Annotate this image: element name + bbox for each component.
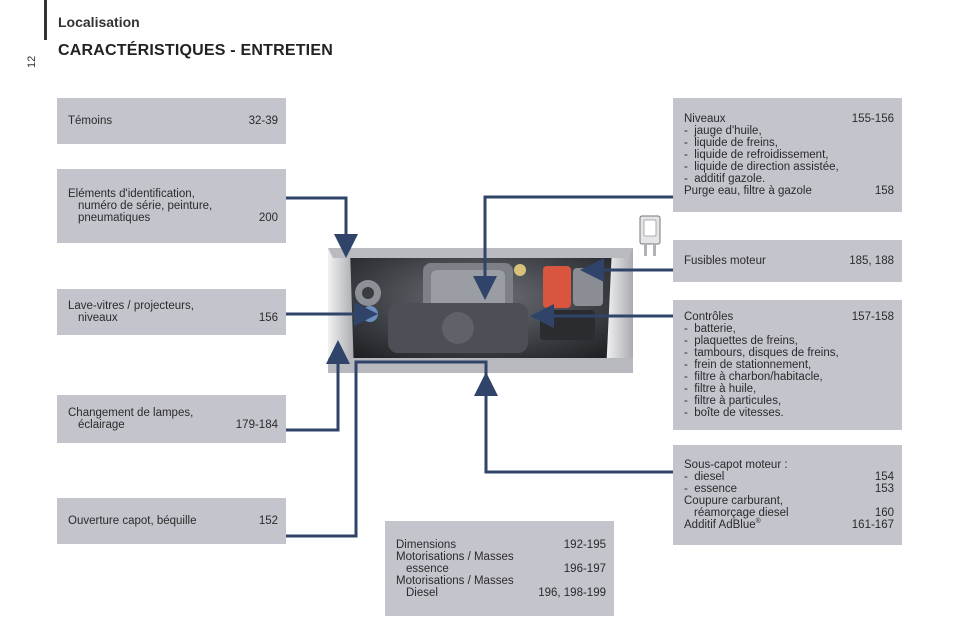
connector-elements (286, 196, 358, 258)
page-ref: 32-39 (248, 115, 278, 127)
label: Coupure carburant, (684, 495, 784, 507)
label: Sous-capot moteur : (684, 459, 788, 471)
box-controles[interactable]: Contrôles 157-158 - batterie, - plaquette… (673, 300, 902, 430)
label: Diesel (406, 586, 438, 599)
label: Motorisations / Masses (396, 574, 514, 587)
page-ref: 154 (874, 471, 894, 483)
label: pneumatiques (78, 212, 151, 224)
page-ref: 196, 198-199 (538, 586, 606, 599)
box-lave-vitres[interactable]: Lave-vitres / projecteurs, niveaux 156 (57, 289, 286, 335)
label: niveaux (78, 312, 118, 324)
box-elements-identification[interactable]: Eléments d'identification, numéro de sér… (57, 169, 286, 243)
list-item: - filtre à charbon/habitacle, (684, 371, 823, 383)
list-item: - jauge d'huile, (684, 125, 762, 137)
list-item: - plaquettes de freins, (684, 335, 798, 347)
box-fusibles[interactable]: Fusibles moteur 185, 188 (673, 240, 902, 282)
registered-mark: ® (755, 518, 761, 526)
list-item: - batterie, (684, 323, 736, 335)
label: Niveaux (684, 113, 726, 125)
list-item: - tambours, disques de freins, (684, 347, 839, 359)
label: Fusibles moteur (684, 255, 766, 267)
page-ref: 192-195 (563, 538, 606, 551)
box-sous-capot[interactable]: Sous-capot moteur : - diesel 154 - essenc… (673, 445, 902, 545)
page-ref: 153 (874, 483, 894, 495)
page-ref: 160 (874, 507, 894, 519)
box-ouverture-capot[interactable]: Ouverture capot, béquille 152 (57, 498, 286, 544)
page-ref: 200 (258, 212, 278, 224)
list-item: - liquide de direction assistée, (684, 161, 839, 173)
page-ref: 158 (874, 185, 894, 197)
label: Témoins (68, 115, 113, 127)
page-ref: 179-184 (235, 419, 278, 431)
label: Motorisations / Masses (396, 550, 514, 563)
box-dimensions[interactable]: Dimensions 192-195 Motorisations / Masses… (385, 521, 614, 616)
connector-capot (286, 360, 488, 538)
page-ref: 152 (258, 515, 278, 527)
section-label: Localisation (58, 14, 140, 30)
label: réamorçage diesel (694, 507, 789, 519)
label: Eléments d'identification, (68, 188, 195, 200)
label: Lave-vitres / projecteurs, (68, 300, 194, 312)
label: Additif AdBlue® (684, 518, 761, 531)
label: Changement de lampes, (68, 407, 194, 419)
box-temoins[interactable]: Témoins 32-39 (57, 98, 286, 144)
list-item: - diesel (684, 471, 725, 483)
label: Contrôles (684, 311, 734, 323)
list-item: - boîte de vitesses. (684, 407, 784, 419)
list-item: - liquide de refroidissement, (684, 149, 829, 161)
list-item: - essence (684, 483, 738, 495)
list-item: - liquide de freins, (684, 137, 778, 149)
list-item: - frein de stationnement, (684, 359, 812, 371)
page-ref: 161-167 (851, 519, 894, 531)
header-bar (44, 0, 47, 40)
page-ref: 156 (258, 312, 278, 324)
page-title: CARACTÉRISTIQUES - ENTRETIEN (58, 42, 333, 59)
list-item: - filtre à particules, (684, 395, 782, 407)
page-ref: 196-197 (563, 562, 606, 575)
connector-souscapot (474, 372, 673, 474)
label: Purge eau, filtre à gazole (684, 185, 812, 197)
box-niveaux[interactable]: Niveaux 155-156 - jauge d'huile, - liquid… (673, 98, 902, 212)
page-ref: 157-158 (851, 311, 894, 323)
label: essence (406, 562, 449, 575)
list-item: - filtre à huile, (684, 383, 757, 395)
label: numéro de série, peinture, (78, 200, 213, 212)
label: Dimensions (396, 538, 457, 551)
page-number: 12 (26, 55, 38, 68)
page-ref: 185, 188 (849, 255, 894, 267)
engine-bay-illustration (328, 248, 633, 373)
fuse-icon (639, 215, 661, 256)
page-ref: 155-156 (851, 113, 894, 125)
label: éclairage (78, 419, 125, 431)
label: Ouverture capot, béquille (68, 515, 197, 527)
list-item: - additif gazole. (684, 173, 766, 185)
box-changement-lampes[interactable]: Changement de lampes, éclairage 179-184 (57, 395, 286, 443)
